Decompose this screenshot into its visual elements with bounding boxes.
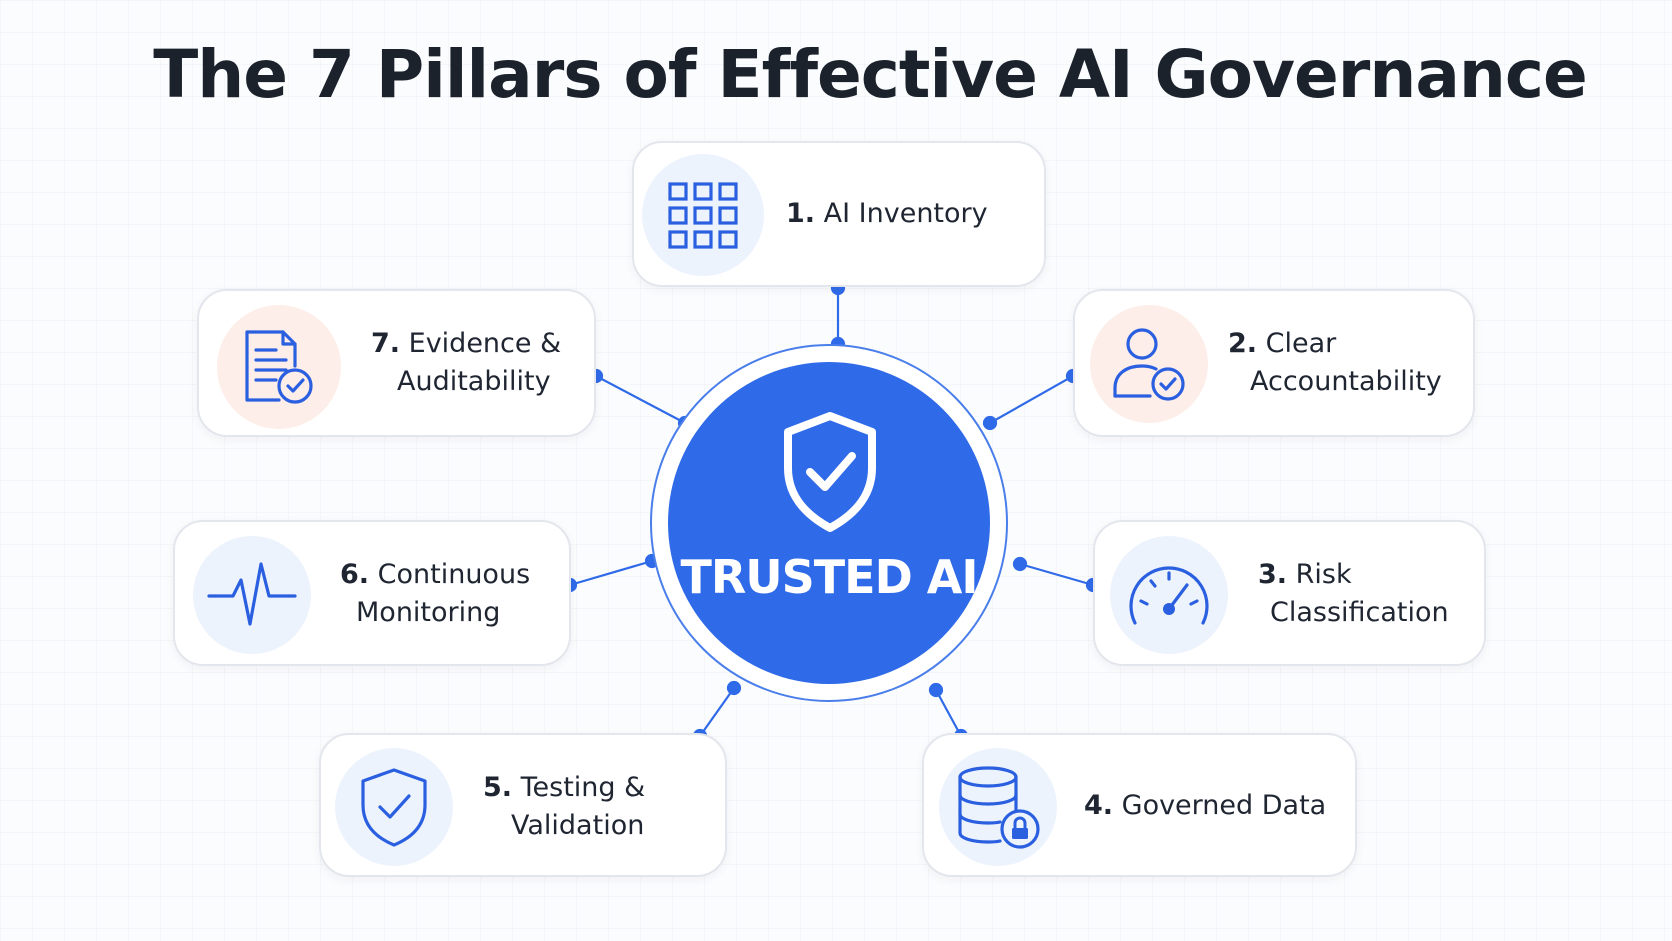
- pillar-label-line: Monitoring: [356, 597, 501, 628]
- grid-icon: [668, 182, 738, 249]
- pillar-card-evidence-auditability: 7. Evidence & Auditability: [197, 289, 596, 437]
- shield-check-icon: [784, 412, 876, 532]
- pillar-label: 2. Clear Accountability: [1228, 325, 1442, 401]
- database-lock-icon: [958, 766, 1040, 849]
- pillar-label: 3. Risk Classification: [1258, 556, 1449, 632]
- pillar-label-line: 3. Risk: [1258, 559, 1352, 590]
- pillar-label-line: 2. Clear: [1228, 328, 1337, 359]
- pillar-label-line: 4. Governed Data: [1084, 790, 1327, 821]
- pillar-label: 6. Continuous Monitoring: [340, 556, 530, 632]
- pillar-card-governed-data: 4. Governed Data: [922, 733, 1357, 877]
- pillar-card-testing-validation: 5. Testing & Validation: [319, 733, 727, 877]
- shield-check-icon: [361, 768, 427, 847]
- pillar-label-line: 1. AI Inventory: [786, 198, 988, 229]
- pillar-label: 5. Testing & Validation: [483, 769, 645, 845]
- pillar-label-line: 6. Continuous: [340, 559, 531, 590]
- connector-7: [595, 375, 686, 424]
- connector-4: [935, 689, 962, 737]
- pillar-label: 7. Evidence & Auditability: [371, 325, 561, 401]
- pillar-label-line: Accountability: [1250, 366, 1442, 397]
- pillar-card-continuous-monitoring: 6. Continuous Monitoring: [173, 520, 571, 666]
- connector-5: [699, 687, 735, 737]
- pillar-label: 1. AI Inventory: [786, 195, 988, 233]
- pillar-label-line: Auditability: [397, 366, 551, 397]
- pillar-card-risk-classification: 3. Risk Classification: [1093, 520, 1486, 666]
- gauge-icon: [1129, 566, 1209, 625]
- connector-2: [989, 375, 1074, 424]
- center-label: TRUSTED AI: [680, 550, 979, 604]
- pillar-label-line: 7. Evidence &: [371, 328, 562, 359]
- pillar-card-clear-accountability: 2. Clear Accountability: [1073, 289, 1475, 437]
- page-title: The 7 Pillars of Effective AI Governance: [153, 36, 1587, 113]
- pillar-label: 4. Governed Data: [1084, 787, 1326, 825]
- user-check-icon: [1113, 328, 1185, 401]
- pillar-card-ai-inventory: 1. AI Inventory: [632, 141, 1046, 287]
- pillar-label-line: Validation: [511, 810, 645, 841]
- document-check-icon: [245, 330, 313, 404]
- pillar-label-line: Classification: [1270, 597, 1449, 628]
- connector-6: [569, 559, 653, 587]
- pulse-icon: [207, 562, 297, 626]
- pillar-label-line: 5. Testing &: [483, 772, 646, 803]
- connector-3: [1019, 562, 1094, 587]
